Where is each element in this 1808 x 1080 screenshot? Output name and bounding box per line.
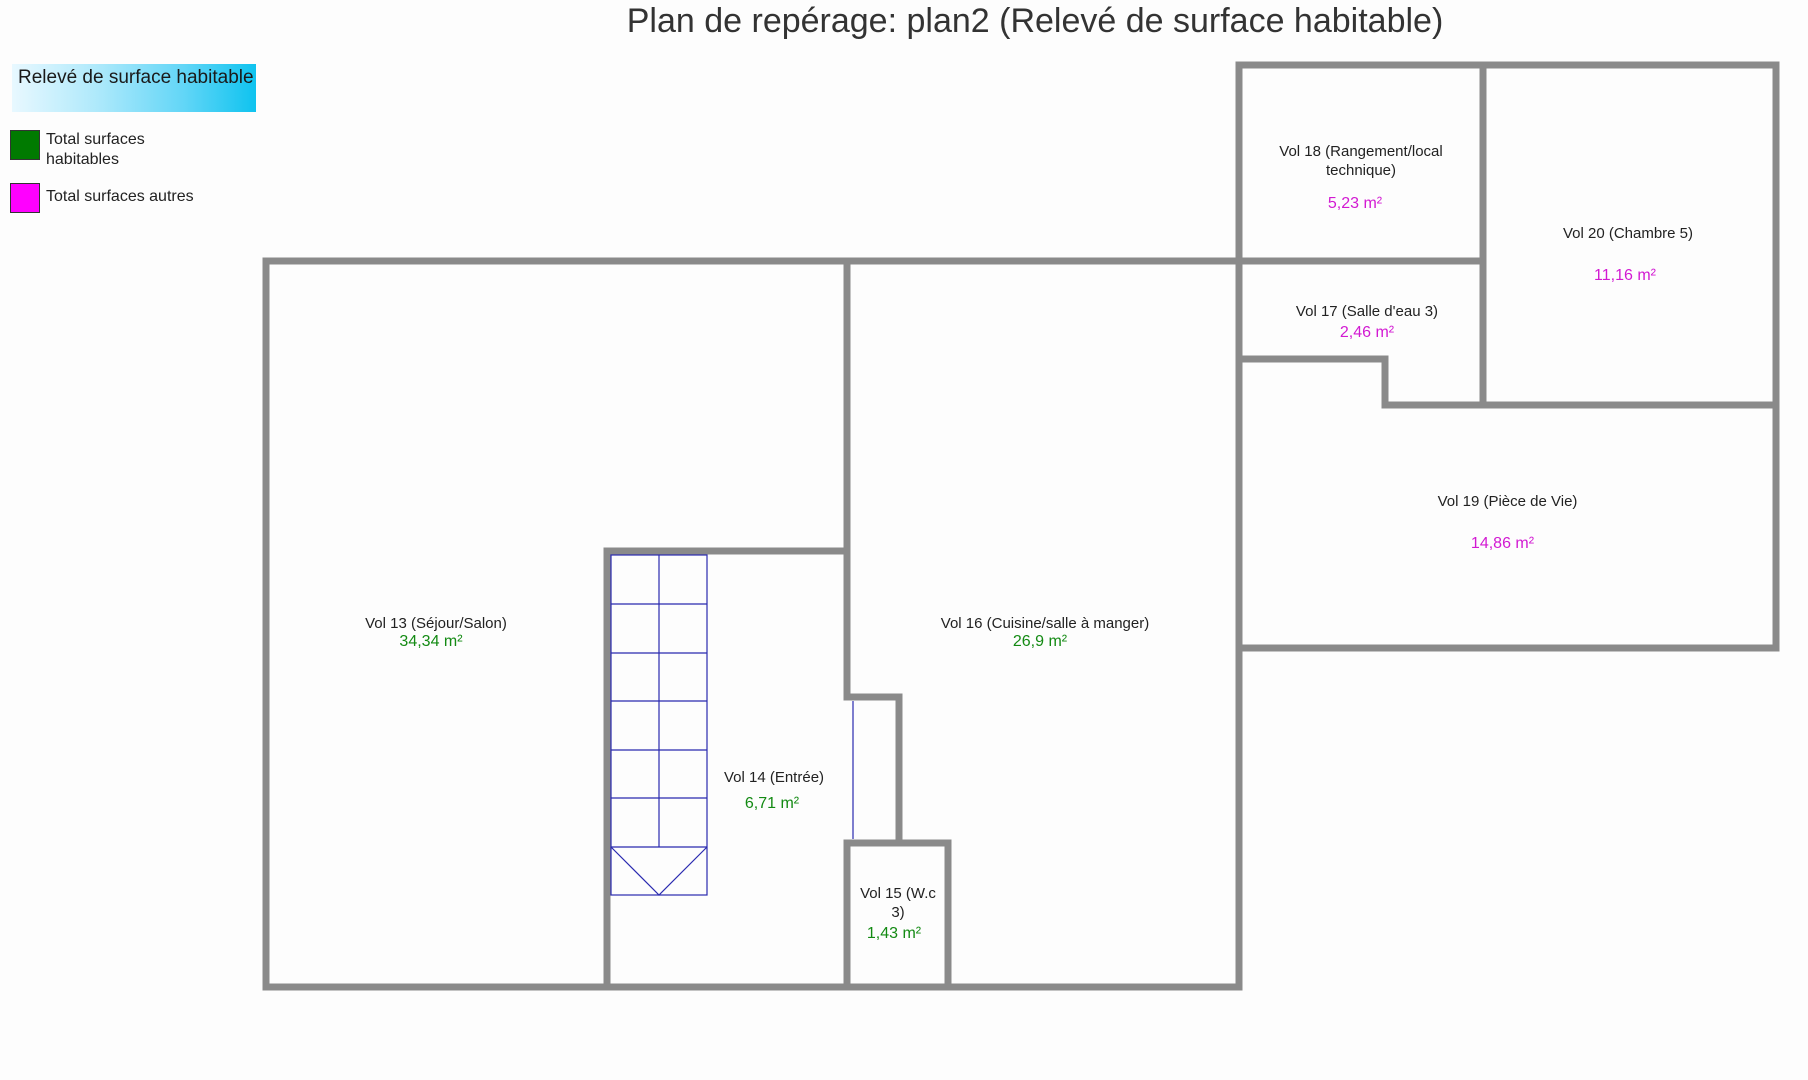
plan-title: Plan de repérage: plan2 (Relevé de surfa… <box>626 2 1444 40</box>
room-label-vol18: Vol 18 (Rangement/local technique) <box>1279 143 1443 179</box>
room-area-vol19: 14,86 m² <box>1470 535 1535 552</box>
room-area-vol13: 34,34 m² <box>399 633 463 650</box>
room-area-vol20: 11,16 m² <box>1594 267 1656 284</box>
legend-item-habitables: Total surfaces habitables <box>10 130 166 170</box>
legend-heading: Relevé de surface habitable <box>12 64 256 112</box>
room-area-vol15: 1,43 m² <box>866 925 922 942</box>
legend-item-autres: Total surfaces autres <box>10 183 226 213</box>
staircase <box>610 554 854 896</box>
room-outline-vol19 <box>1235 355 1780 652</box>
room-label-vol20: Vol 20 (Chambre 5) <box>1562 225 1694 242</box>
room-area-vol18: 5,23 m² <box>1327 195 1383 212</box>
room-area-vol17: 2,46 m² <box>1339 324 1395 341</box>
room-label-vol16: Vol 16 (Cuisine/salle à manger) <box>940 615 1150 632</box>
room-area-vol14: 6,71 m² <box>744 795 800 812</box>
legend-label: Total surfaces autres <box>46 188 194 205</box>
legend-label: Total surfaces habitables <box>46 131 145 168</box>
room-label-vol15: Vol 15 (W.c 3) <box>860 885 936 921</box>
room-label-vol14: Vol 14 (Entrée) <box>723 769 825 786</box>
legend-swatch-green <box>10 130 40 160</box>
room-label-vol17: Vol 17 (Salle d'eau 3) <box>1295 303 1439 320</box>
room-label-vol13: Vol 13 (Séjour/Salon) <box>365 615 507 632</box>
room-label-vol19: Vol 19 (Pièce de Vie) <box>1437 493 1578 510</box>
room-area-vol16: 26,9 m² <box>1012 633 1068 650</box>
legend-swatch-magenta <box>10 183 40 213</box>
